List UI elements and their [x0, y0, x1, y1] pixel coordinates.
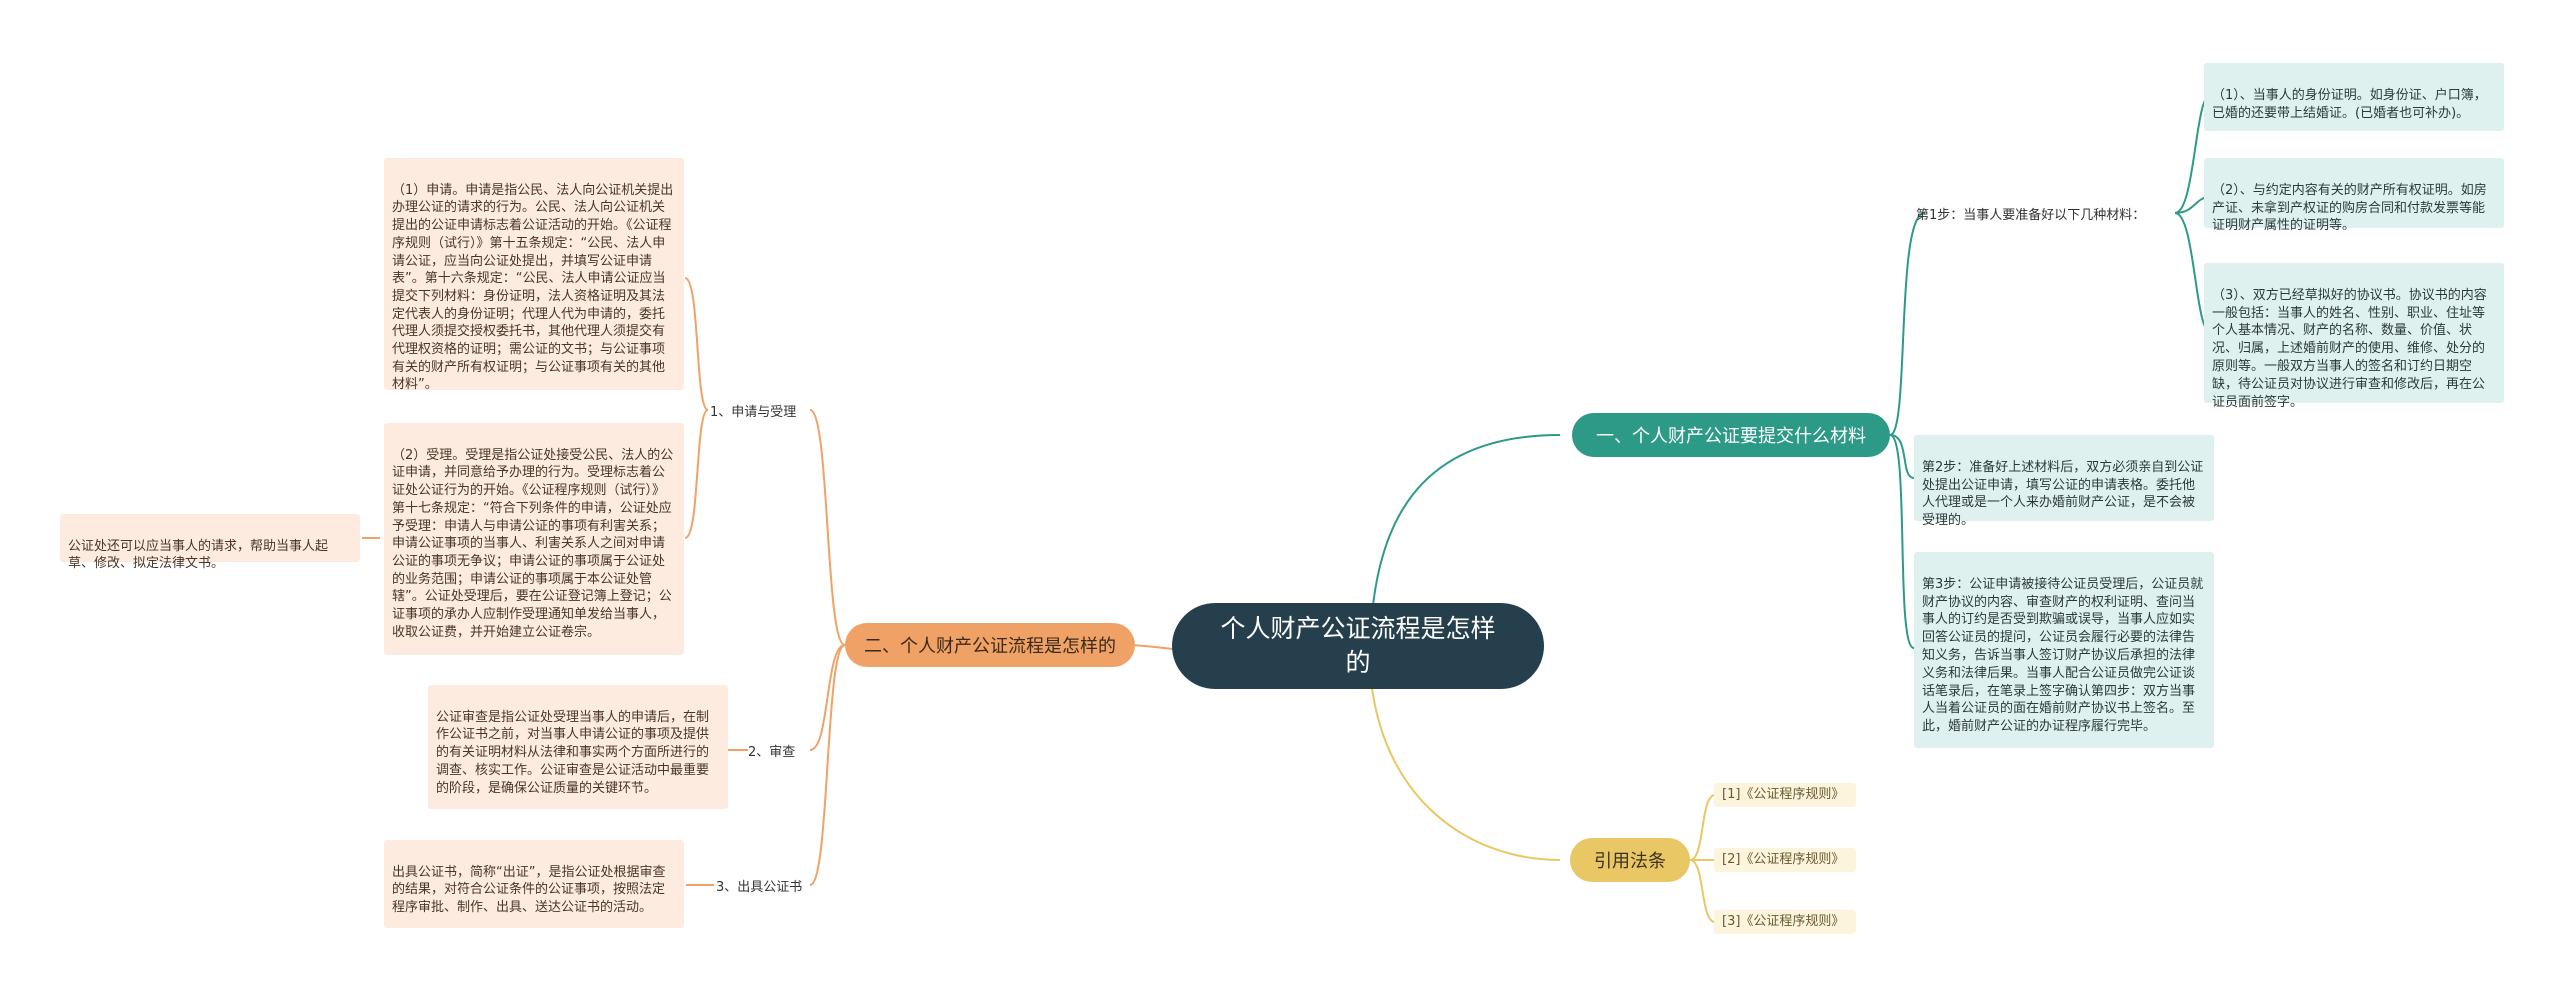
branch-process[interactable]: 二、个人财产公证流程是怎样的 [845, 623, 1135, 667]
branch-laws-label: 引用法条 [1594, 851, 1666, 872]
law-ref-2[interactable]: [2]《公证程序规则》 [1714, 848, 1856, 872]
drafting-note-text: 公证处还可以应当事人的请求，帮助当事人起草、修改、拟定法律文书。 [68, 538, 329, 572]
law-ref-3-text: [3]《公证程序规则》 [1722, 914, 1845, 929]
step1-item-1-text: （1）、当事人的身份证明。如身份证、户口簿，已婚的还要带上结婚证。(已婚者也可补… [2212, 87, 2487, 121]
step3-text: 第3步：公证申请被接待公证员受理后，公证员就财产协议的内容、审查财产的权利证明、… [1922, 576, 2204, 735]
step1-label[interactable]: 第1步：当事人要准备好以下几种材料： [1916, 201, 2178, 225]
branch-laws[interactable]: 引用法条 [1570, 838, 1690, 882]
apply-paragraph[interactable]: （1）申请。申请是指公民、法人向公证机关提出办理公证的请求的行为。公民、法人向公… [384, 158, 684, 393]
step1-item-3-text: （3）、双方已经草拟好的协议书。协议书的内容一般包括：当事人的姓名、性别、职业、… [2212, 287, 2487, 410]
issue-box[interactable]: 出具公证书，简称“出证”，是指公证处根据审查的结果，对符合公证条件的公证事项，按… [384, 840, 684, 928]
law-ref-3[interactable]: [3]《公证程序规则》 [1714, 910, 1856, 934]
apply-paragraph-text: （1）申请。申请是指公民、法人向公证机关提出办理公证的请求的行为。公民、法人向公… [392, 182, 674, 393]
accept-paragraph[interactable]: （2）受理。受理是指公证处接受公民、法人的公证申请，并同意给予办理的行为。受理标… [384, 423, 684, 655]
issue-text: 出具公证书，简称“出证”，是指公证处根据审查的结果，对符合公证条件的公证事项，按… [392, 864, 666, 916]
step1-item-1[interactable]: （1）、当事人的身份证明。如身份证、户口簿，已婚的还要带上结婚证。(已婚者也可补… [2204, 63, 2504, 131]
root-topic-label: 个人财产公证流程是怎样的 [1220, 614, 1496, 677]
root-topic[interactable]: 个人财产公证流程是怎样的 [1172, 603, 1544, 689]
sub-issue-label[interactable]: 3、出具公证书 [716, 873, 816, 897]
step1-item-2[interactable]: （2）、与约定内容有关的财产所有权证明。如房产证、未拿到产权证的购房合同和付款发… [2204, 158, 2504, 233]
review-box[interactable]: 公证审查是指公证处受理当事人的申请后，在制作公证书之前，对当事人申请公证的事项及… [428, 685, 728, 809]
law-ref-1-text: [1]《公证程序规则》 [1722, 787, 1845, 802]
sub-issue-text: 3、出具公证书 [716, 879, 803, 895]
sub-apply-text: 1、申请与受理 [710, 404, 797, 420]
review-text: 公证审查是指公证处受理当事人的申请后，在制作公证书之前，对当事人申请公证的事项及… [436, 709, 710, 796]
step2-box[interactable]: 第2步：准备好上述材料后，双方必须亲自到公证处提出公证申请，填写公证的申请表格。… [1914, 435, 2214, 528]
step1-text: 第1步：当事人要准备好以下几种材料： [1916, 207, 2146, 223]
sub-apply-label[interactable]: 1、申请与受理 [710, 398, 820, 422]
drafting-note[interactable]: 公证处还可以应当事人的请求，帮助当事人起草、修改、拟定法律文书。 [60, 514, 360, 571]
branch-materials-label: 一、个人财产公证要提交什么材料 [1596, 426, 1866, 447]
sub-review-text: 2、审查 [748, 744, 796, 760]
accept-paragraph-text: （2）受理。受理是指公证处接受公民、法人的公证申请，并同意给予办理的行为。受理标… [392, 447, 674, 640]
step1-item-2-text: （2）、与约定内容有关的财产所有权证明。如房产证、未拿到产权证的购房合同和付款发… [2212, 182, 2487, 234]
step1-item-3[interactable]: （3）、双方已经草拟好的协议书。协议书的内容一般包括：当事人的姓名、性别、职业、… [2204, 263, 2504, 410]
branch-process-label: 二、个人财产公证流程是怎样的 [864, 636, 1116, 657]
step2-text: 第2步：准备好上述材料后，双方必须亲自到公证处提出公证申请，填写公证的申请表格。… [1922, 459, 2204, 529]
branch-materials[interactable]: 一、个人财产公证要提交什么材料 [1572, 413, 1890, 457]
law-ref-1[interactable]: [1]《公证程序规则》 [1714, 783, 1856, 807]
law-ref-2-text: [2]《公证程序规则》 [1722, 852, 1845, 867]
sub-review-label[interactable]: 2、审查 [748, 738, 818, 762]
step3-box[interactable]: 第3步：公证申请被接待公证员受理后，公证员就财产协议的内容、审查财产的权利证明、… [1914, 552, 2214, 748]
